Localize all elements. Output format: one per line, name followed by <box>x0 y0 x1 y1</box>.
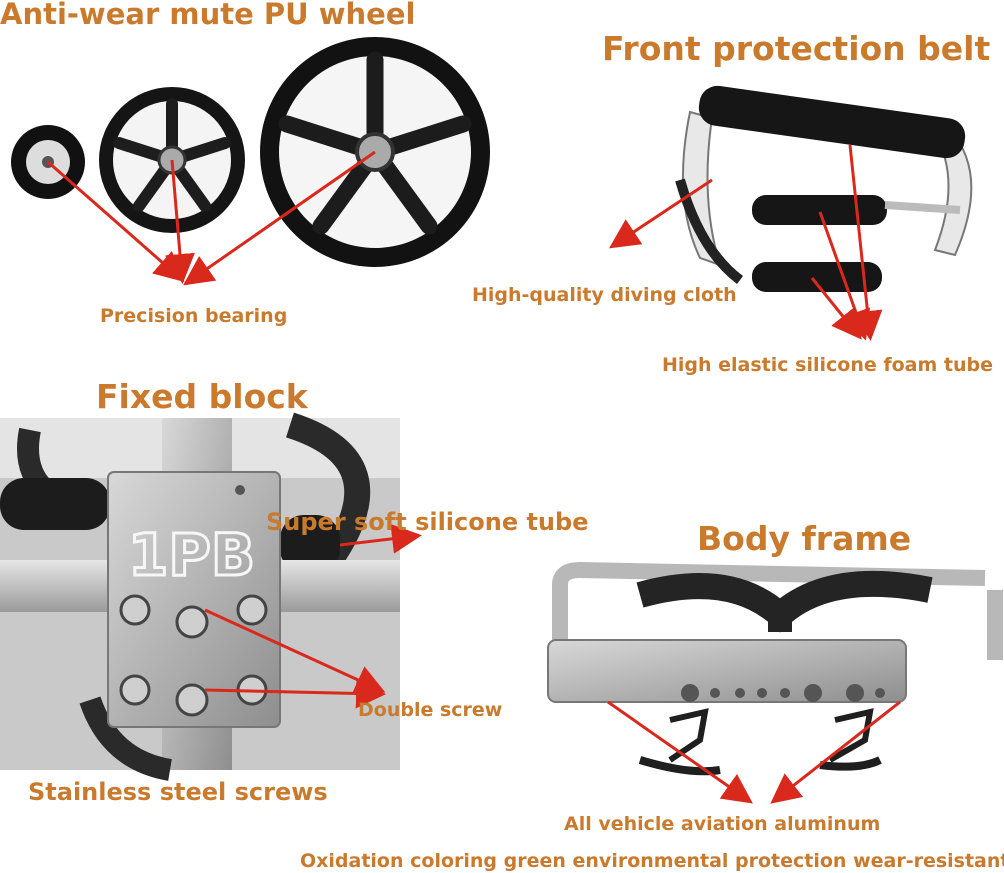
frame-arrows <box>607 700 901 804</box>
body-frame-image <box>547 561 1003 776</box>
belt-title: Front protection belt <box>602 29 991 68</box>
block-title: Fixed block <box>96 377 308 416</box>
precision-bearing-arrows <box>47 150 376 286</box>
foam-tube-label: High elastic silicone foam tube <box>662 354 993 376</box>
double-screw-label: Double screw <box>358 699 503 721</box>
block-arrows <box>204 523 422 709</box>
fixed-block-image: 1PB <box>0 412 400 781</box>
stainless-screws-label: Stainless steel screws <box>28 778 328 806</box>
precision-bearing-label: Precision bearing <box>100 305 288 327</box>
wheel-title: Anti-wear mute PU wheel <box>0 0 416 31</box>
oxidation-coloring-label: Oxidation coloring green environmental p… <box>300 852 1004 871</box>
diving-cloth-label: High-quality diving cloth <box>472 284 737 306</box>
aviation-aluminum-label: All vehicle aviation aluminum <box>564 813 881 835</box>
svg-text:1PB: 1PB <box>128 521 255 589</box>
frame-title: Body frame <box>697 519 912 558</box>
belt-arrows <box>608 144 883 341</box>
silicone-tube-label: Super soft silicone tube <box>266 508 589 536</box>
protection-belt-image <box>675 85 973 292</box>
